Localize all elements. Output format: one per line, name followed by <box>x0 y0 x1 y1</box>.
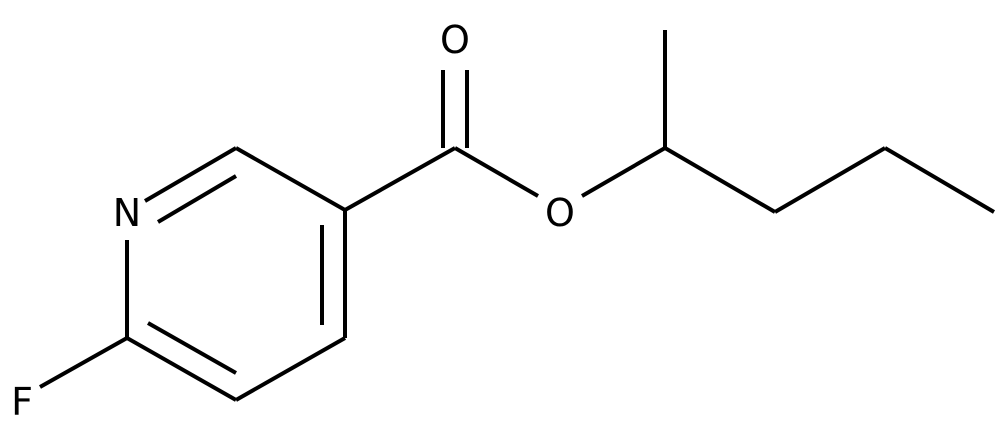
atom-label-fluorine: F <box>11 380 33 424</box>
bond-ch2-ch3 <box>883 146 996 214</box>
bond-oester-ch <box>580 146 667 198</box>
bond-carbonyl-oester <box>453 146 540 198</box>
bond-c3-carbonyl <box>344 146 456 212</box>
bond-n-c2-inner <box>156 174 238 224</box>
bond-c5-c6-inner <box>147 321 237 375</box>
bond-ch-ch2 <box>663 146 777 214</box>
bond-c6-f <box>39 336 128 389</box>
bond-c5-c6 <box>126 336 237 402</box>
atom-label-ester-oxygen: O <box>545 191 575 235</box>
pyridine-ring <box>125 146 347 402</box>
bond-ch2-ch2 <box>773 146 887 214</box>
bond-c4-c5 <box>235 336 346 402</box>
bond-c2-c3 <box>235 146 346 212</box>
atom-label-carbonyl-oxygen: O <box>440 18 470 62</box>
atom-label-nitrogen: N <box>113 191 141 235</box>
bond-n-c2 <box>143 146 238 203</box>
